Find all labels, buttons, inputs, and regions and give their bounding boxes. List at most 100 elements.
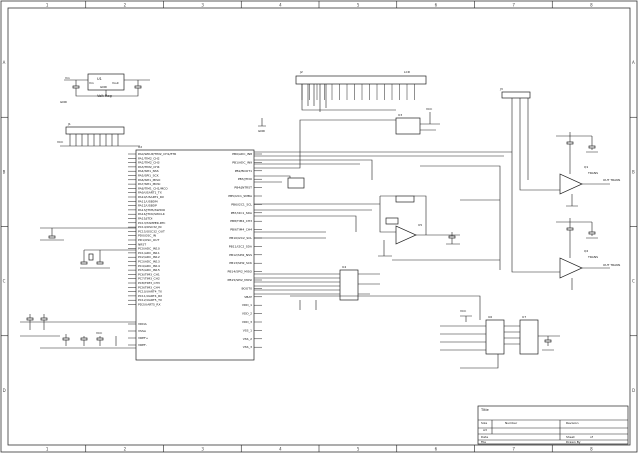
zone-row-left: B [3, 169, 6, 174]
mcu-left-pin-label: PC0/ADC_IN10 [138, 247, 160, 251]
number-label: Number [505, 421, 518, 425]
zone-col-bottom: 8 [590, 447, 593, 452]
size-label: Size [481, 421, 487, 425]
mcu-right-pins: PB0/ADC_IN8PB1/ADC_IN9PB2/BOOT1PB3/JTDOP… [228, 152, 262, 349]
net-vcc-label-4: VCC [460, 309, 466, 313]
mcu-left-pin-label: PA10/USART1_RX [138, 195, 164, 199]
zone-row-right: D [632, 388, 635, 393]
mcu-left-pin-label: PD1/OSC_OUT [138, 238, 159, 242]
mcu-right-pin-label: PB11/I2C2_SDA [229, 244, 253, 248]
driver2-body [519, 319, 539, 355]
mcu-left-pin-label: PA11/USBDM [138, 199, 158, 203]
net-vin-label: Vin [65, 76, 70, 80]
zone-col-bottom: 2 [124, 447, 127, 452]
mcu-left-pin-label: PD0/OSC_IN [138, 234, 156, 238]
opamp-symbol [395, 225, 417, 245]
mcu-right-pin-label: PB8/TIM4_CH3 [230, 219, 252, 223]
zone-col-top: 5 [357, 3, 360, 8]
zone-row-left: D [3, 388, 6, 393]
interconnect-wires [254, 84, 512, 270]
title-block: Title Size A3 Number Revision Date Sheet… [477, 405, 629, 445]
mcu-right-pin-label: PB0/ADC_IN8 [232, 152, 252, 156]
zone-markers-right: A B C D [630, 60, 637, 393]
mcu-left-pin-label: PA0/WKUP/TIM2_CH1/ETR [138, 152, 176, 156]
date-label: Date [481, 435, 488, 439]
mcu-left-pin-label: PC13/TAMPER-RTC [138, 221, 165, 225]
mcu-right-pin-label: PB9/TIM4_CH4 [230, 228, 252, 232]
amplifier-1-name: TRANS [587, 171, 598, 175]
mcu-left-pin-label: PC14/OSC32_IN [138, 225, 162, 229]
header-ref: J1 [67, 122, 71, 126]
mcu-right-pin-label: PB5/I2C1_SMBA [228, 194, 253, 198]
mcu-left-pin-label: PA14/JTCK/SWCLK [138, 212, 166, 216]
isolator: U3 VCC GND [258, 107, 440, 135]
net-out-trans-1: OUT TRANS [603, 178, 620, 182]
mcu-left-pins: PA0/WKUP/TIM2_CH1/ETRPA1/TIM2_CH2PA2/TIM… [128, 152, 176, 307]
sheet-label: Sheet [566, 435, 575, 439]
size-value: A3 [483, 428, 487, 432]
zone-col-bottom: 3 [201, 447, 204, 452]
zone-col-top: 6 [435, 3, 438, 8]
zone-col-bottom: 7 [512, 447, 515, 452]
mcu-bottom-left-pins: VDDA VSSA VREF+ VREF- [128, 322, 149, 347]
mcu-ref: U2 [138, 145, 142, 149]
buffer-ic: U4 [254, 265, 380, 301]
buffer-body [339, 269, 359, 301]
zone-col-top: 8 [590, 3, 593, 8]
net-vcc-label-3: VCC [426, 107, 432, 111]
mcu-left-pin-label: PA1/TIM2_CH2 [138, 156, 160, 160]
mcu-right-pin-label: PB15/SPI2_MOSI [228, 278, 253, 282]
mcu-body [135, 149, 255, 361]
mcu-left-pin-label: PC9/TIM3_CH4 [138, 285, 160, 289]
header-connector: J1 VCC [57, 122, 140, 147]
zone-col-top: 1 [46, 3, 49, 8]
decoupling-left: VCC [20, 227, 136, 349]
mcu-right-pin-label: BOOT0 [242, 286, 253, 290]
mcu-bottom-pin-label: VSSA [138, 329, 147, 333]
regulator: U1 Vin Vout GND Volt Reg Vin GND [60, 73, 150, 104]
zone-col-top: 2 [124, 3, 127, 8]
mcu-bottom-pin-label: VREF+ [138, 336, 149, 340]
amp-connector-ref: J3 [499, 87, 503, 91]
mcu-right-pin-label: PB13/SPI2_SCK [229, 261, 253, 265]
title-block-frame [477, 405, 629, 445]
mcu-bottom-pin-label: VREF- [138, 343, 147, 347]
mcu-left-pin-label: PC3/ADC_IN13 [138, 260, 160, 264]
file-label: File [481, 440, 486, 444]
zone-col-bottom: 5 [357, 447, 360, 452]
mcu-left-pin-label: PA3/TIM2_CH4 [138, 165, 160, 169]
display-name: LCD [404, 70, 411, 74]
mcu-bottom-pin-label: VDDA [138, 322, 148, 326]
mcu-right-pin-label: PB4/JNTRST [234, 186, 252, 190]
display-ref: J2 [299, 70, 303, 74]
mcu-right-pin-label: PB6/I2C1_SCL [231, 202, 252, 206]
mcu-right-pin-label: PB14/SPI2_MISO [228, 270, 253, 274]
mcu-left-pin-label: PD2/UART5_RX [138, 303, 161, 307]
mcu-left-pin-label: PC1/ADC_IN11 [138, 251, 160, 255]
zone-row-right: A [632, 60, 635, 65]
zone-col-bottom: 4 [279, 447, 282, 452]
mcu-left-pin-label: PC10/UART4_TX [138, 290, 162, 294]
zone-row-right: B [632, 169, 635, 174]
mcu-right-pin-label: VSS_1 [243, 328, 252, 332]
mcu-left-pin-label: PA7/SPI1_MOSI [138, 182, 160, 186]
mcu-left-pin-label: PA4/SPI1_NSS [138, 169, 159, 173]
driver-ics: U6 U7 VCC [290, 295, 560, 369]
zone-row-right: C [632, 279, 635, 284]
opamp-ref: U5 [418, 223, 422, 227]
driver-body [485, 319, 505, 355]
amplifier-stage-2: Q2 TRANS OUT TRANS [511, 98, 620, 290]
display-connector: J2 LCD [295, 70, 427, 100]
net-vcc-label-2: VCC [96, 331, 102, 335]
mcu-right-pin-label: VSS_3 [243, 345, 252, 349]
mcu-left-pin-label: PC7/TIM3_CH2 [138, 277, 160, 281]
mcu-right-pin-label: VDD_1 [242, 303, 252, 307]
amplifier-stage-1: J3 Q1 TRANS OUT TRANS [499, 87, 620, 207]
mcu-left-pin-label: PC4/ADC_IN14 [138, 264, 160, 268]
zone-col-top: 7 [512, 3, 515, 8]
mcu-left-pin-label: PC11/UART4_RX [138, 294, 162, 298]
inner-frame [7, 7, 631, 446]
